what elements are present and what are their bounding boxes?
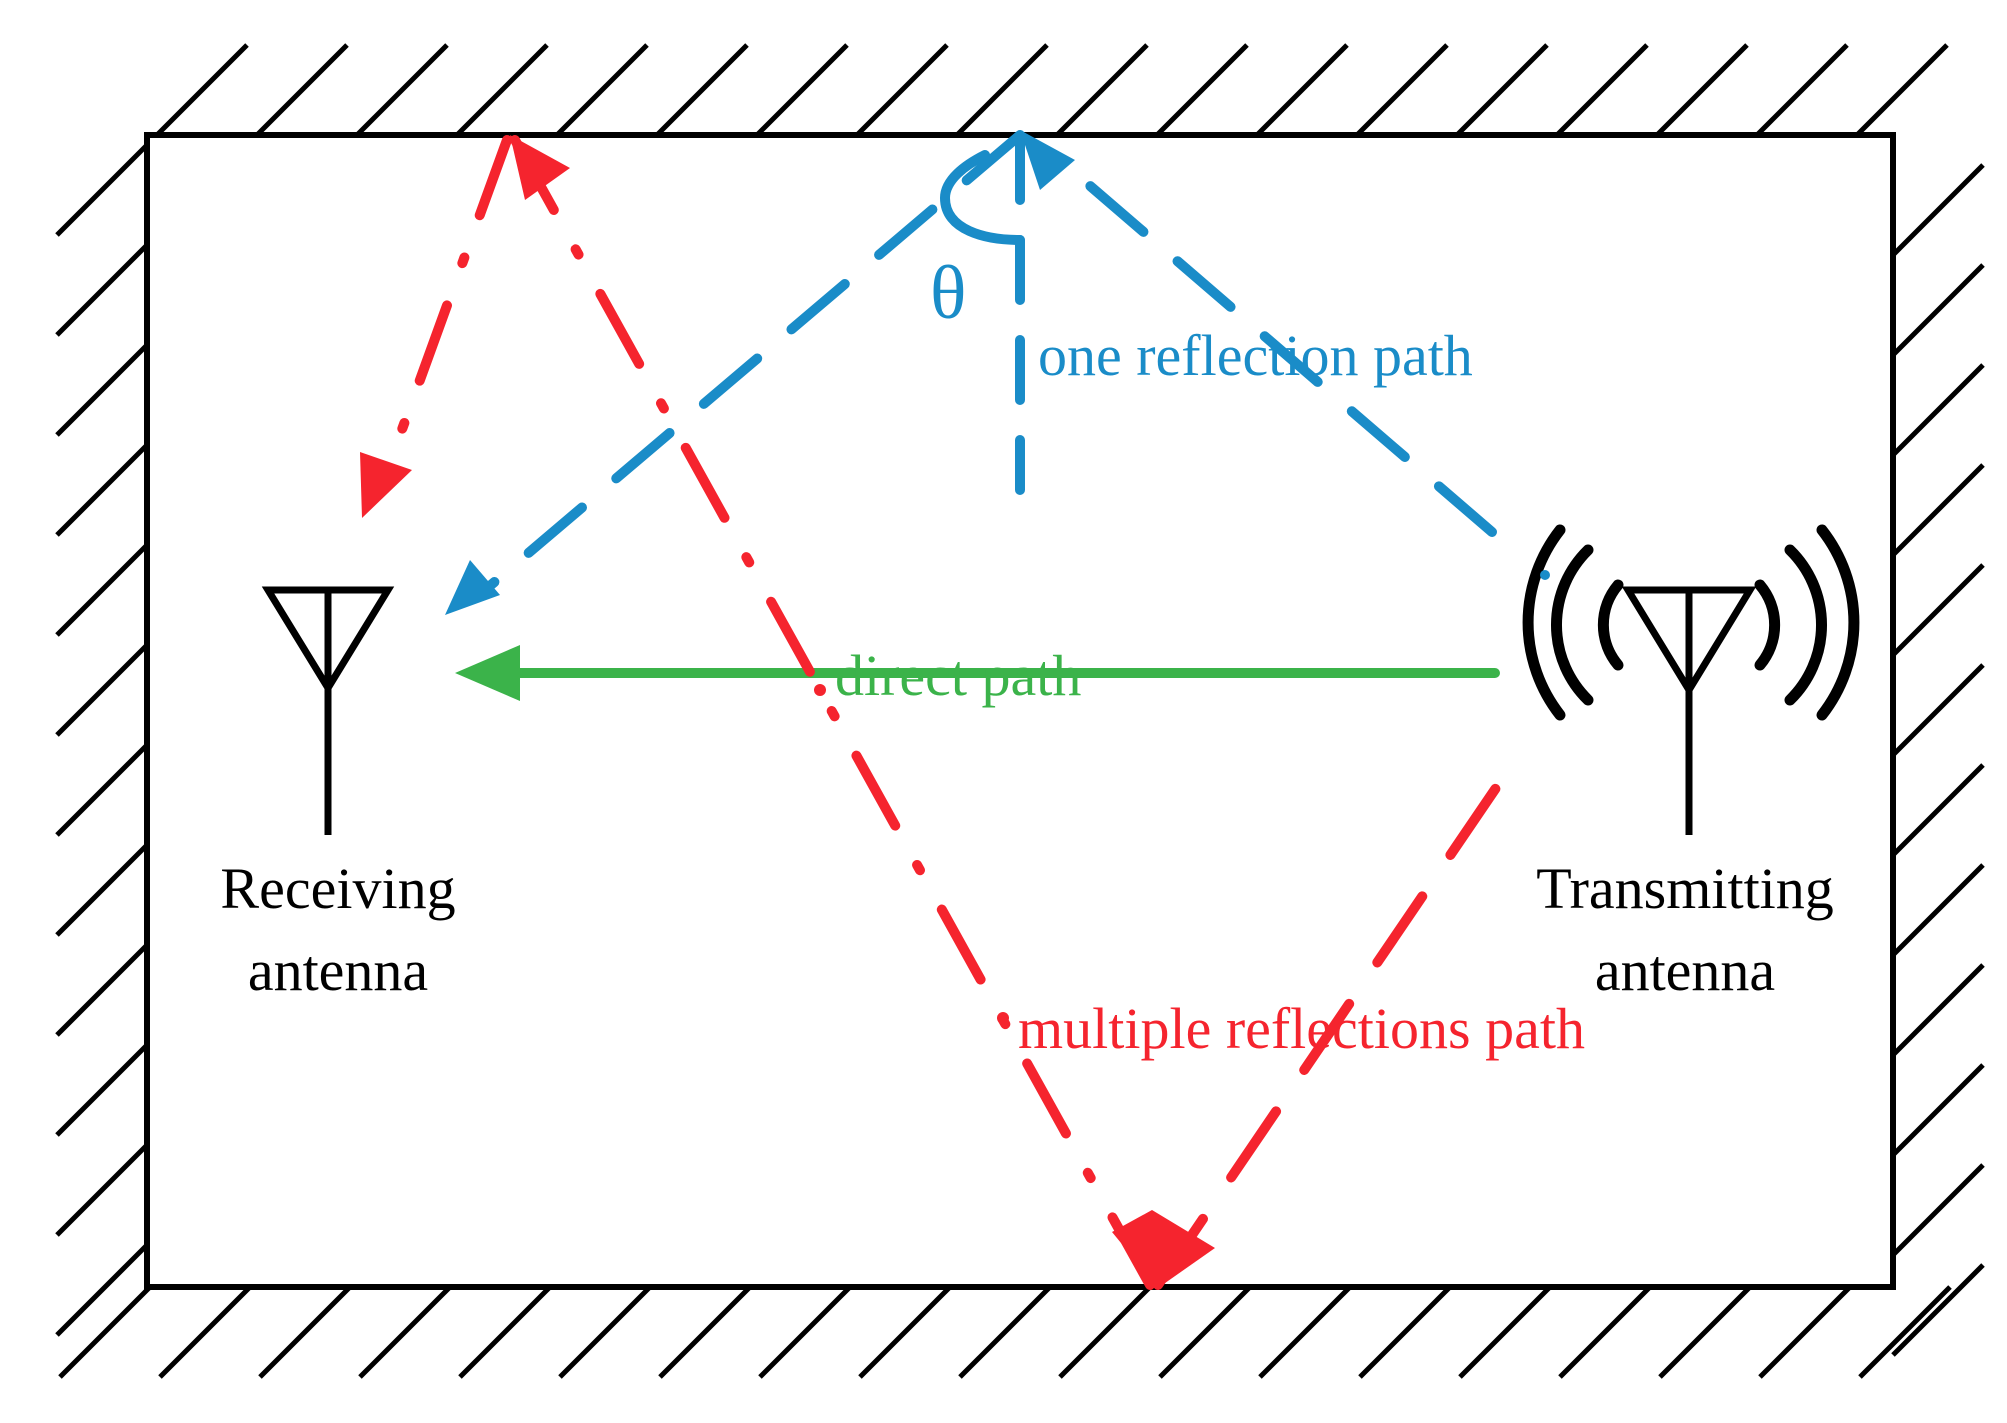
transmitting-antenna-label-line1: Transmitting <box>1536 856 1834 921</box>
hatch-line <box>55 343 149 437</box>
right-wall-hatching <box>1891 163 1985 1357</box>
theta-label: θ <box>930 251 966 335</box>
hatch-line <box>1891 1063 1985 1157</box>
hatch-line <box>55 143 149 237</box>
receiving-antenna-label-line1: Receiving <box>220 856 455 921</box>
direct-path-arrowhead <box>455 645 520 701</box>
hatch-line <box>155 43 249 137</box>
multiple-reflections-dot-mid <box>814 684 826 696</box>
hatch-line <box>858 1285 952 1379</box>
one-reflection-dot <box>1540 570 1550 580</box>
one-reflection-arrowhead-receiver <box>445 560 500 615</box>
hatch-line <box>58 1285 152 1379</box>
hatch-line <box>55 443 149 537</box>
hatch-line <box>655 43 749 137</box>
hatch-line <box>258 1285 352 1379</box>
hatch-line <box>455 43 549 137</box>
hatch-line <box>1891 663 1985 757</box>
one-reflection-path-label: one reflection path <box>1038 323 1473 388</box>
multiple-reflections-arrowhead-ceiling <box>510 135 570 200</box>
hatch-line <box>1755 43 1849 137</box>
hatch-line <box>55 743 149 837</box>
hatch-line <box>1658 1285 1752 1379</box>
direct-path <box>455 645 1500 701</box>
hatch-line <box>1458 1285 1552 1379</box>
one-reflection-path <box>480 130 1497 595</box>
one-reflection-arrowhead-ceiling <box>1020 130 1075 190</box>
receiving-antenna-icon <box>261 586 395 835</box>
hatch-line <box>55 243 149 337</box>
hatch-line <box>658 1285 752 1379</box>
hatch-line <box>1891 963 1985 1057</box>
hatch-line <box>955 43 1049 137</box>
hatch-line <box>158 1285 252 1379</box>
hatch-line <box>958 1285 1052 1379</box>
hatch-line <box>1891 563 1985 657</box>
hatch-line <box>55 843 149 937</box>
hatch-line <box>1158 1285 1252 1379</box>
hatch-line <box>1891 1263 1985 1357</box>
hatch-line <box>1455 43 1549 137</box>
hatch-line <box>855 43 949 137</box>
hatch-line <box>55 1143 149 1237</box>
multiple-reflections-path-label: multiple reflections path <box>1018 996 1585 1061</box>
hatch-line <box>1891 163 1985 257</box>
hatch-line <box>1891 863 1985 957</box>
hatch-line <box>758 1285 852 1379</box>
hatch-line <box>1355 43 1449 137</box>
hatch-line <box>555 43 649 137</box>
hatch-line <box>355 43 449 137</box>
hatch-line <box>458 1285 552 1379</box>
hatch-line <box>1258 1285 1352 1379</box>
hatch-line <box>1255 43 1349 137</box>
hatch-line <box>1555 43 1649 137</box>
hatch-line <box>55 1043 149 1137</box>
receiving-antenna-label-line2: antenna <box>248 938 428 1003</box>
hatch-line <box>1655 43 1749 137</box>
hatch-line <box>1891 763 1985 857</box>
transmitting-antenna-label-line2: antenna <box>1595 938 1775 1003</box>
hatch-line <box>55 643 149 737</box>
multiple-reflections-dot <box>997 1012 1009 1024</box>
hatch-line <box>255 43 349 137</box>
bottom-wall-hatching <box>58 1285 1952 1379</box>
hatch-line <box>1891 1163 1985 1257</box>
transmitting-antenna-icon <box>1621 586 1757 835</box>
hatch-line <box>55 1243 149 1337</box>
room-boundary <box>144 132 1896 1290</box>
angle-arc <box>939 150 1025 245</box>
direct-path-label: direct path <box>835 643 1081 708</box>
room-walls <box>55 43 1985 1379</box>
hatch-line <box>755 43 849 137</box>
hatch-line <box>1358 1285 1452 1379</box>
multiple-reflections-arrowhead-receiver <box>360 452 412 518</box>
hatch-line <box>358 1285 452 1379</box>
signal-waves-icon <box>1522 524 1860 721</box>
hatch-line <box>1891 363 1985 457</box>
hatch-line <box>1058 1285 1152 1379</box>
multiple-reflections-path <box>395 135 1520 1290</box>
hatch-line <box>1055 43 1149 137</box>
hatch-line <box>55 543 149 637</box>
left-wall-hatching <box>55 143 149 1337</box>
hatch-line <box>55 943 149 1037</box>
hatch-line <box>1891 263 1985 357</box>
hatch-line <box>558 1285 652 1379</box>
hatch-line <box>1155 43 1249 137</box>
multiple-reflections-arrowhead-floor <box>1112 1210 1215 1288</box>
hatch-line <box>1855 43 1949 137</box>
hatch-line <box>1558 1285 1652 1379</box>
top-wall-hatching <box>155 43 1949 137</box>
hatch-line <box>1858 1285 1952 1379</box>
hatch-line <box>1758 1285 1852 1379</box>
hatch-line <box>1891 463 1985 557</box>
